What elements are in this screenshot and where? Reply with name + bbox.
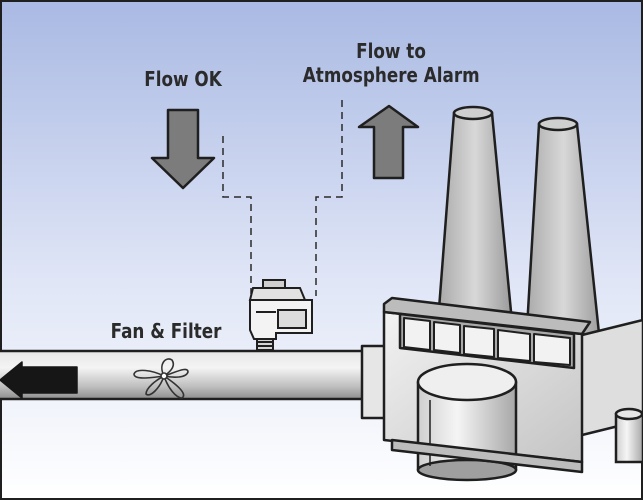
side-tank [614, 407, 643, 464]
flow-ok-label: Flow OK [144, 67, 222, 91]
flow-path-dashed-outline [222, 100, 343, 296]
factory-building [360, 296, 643, 482]
alarm-label-line2: Atmosphere Alarm [302, 63, 480, 87]
exhaust-arrow-icon [0, 361, 78, 399]
fan-propeller-icon [133, 358, 189, 399]
flow-switch-device-icon [248, 279, 313, 351]
alarm-arrow-icon [357, 104, 420, 180]
flow-ok-arrow-icon [150, 108, 216, 190]
fan-filter-label: Fan & Filter [110, 319, 222, 343]
alarm-label-line1: Flow to [356, 39, 426, 63]
